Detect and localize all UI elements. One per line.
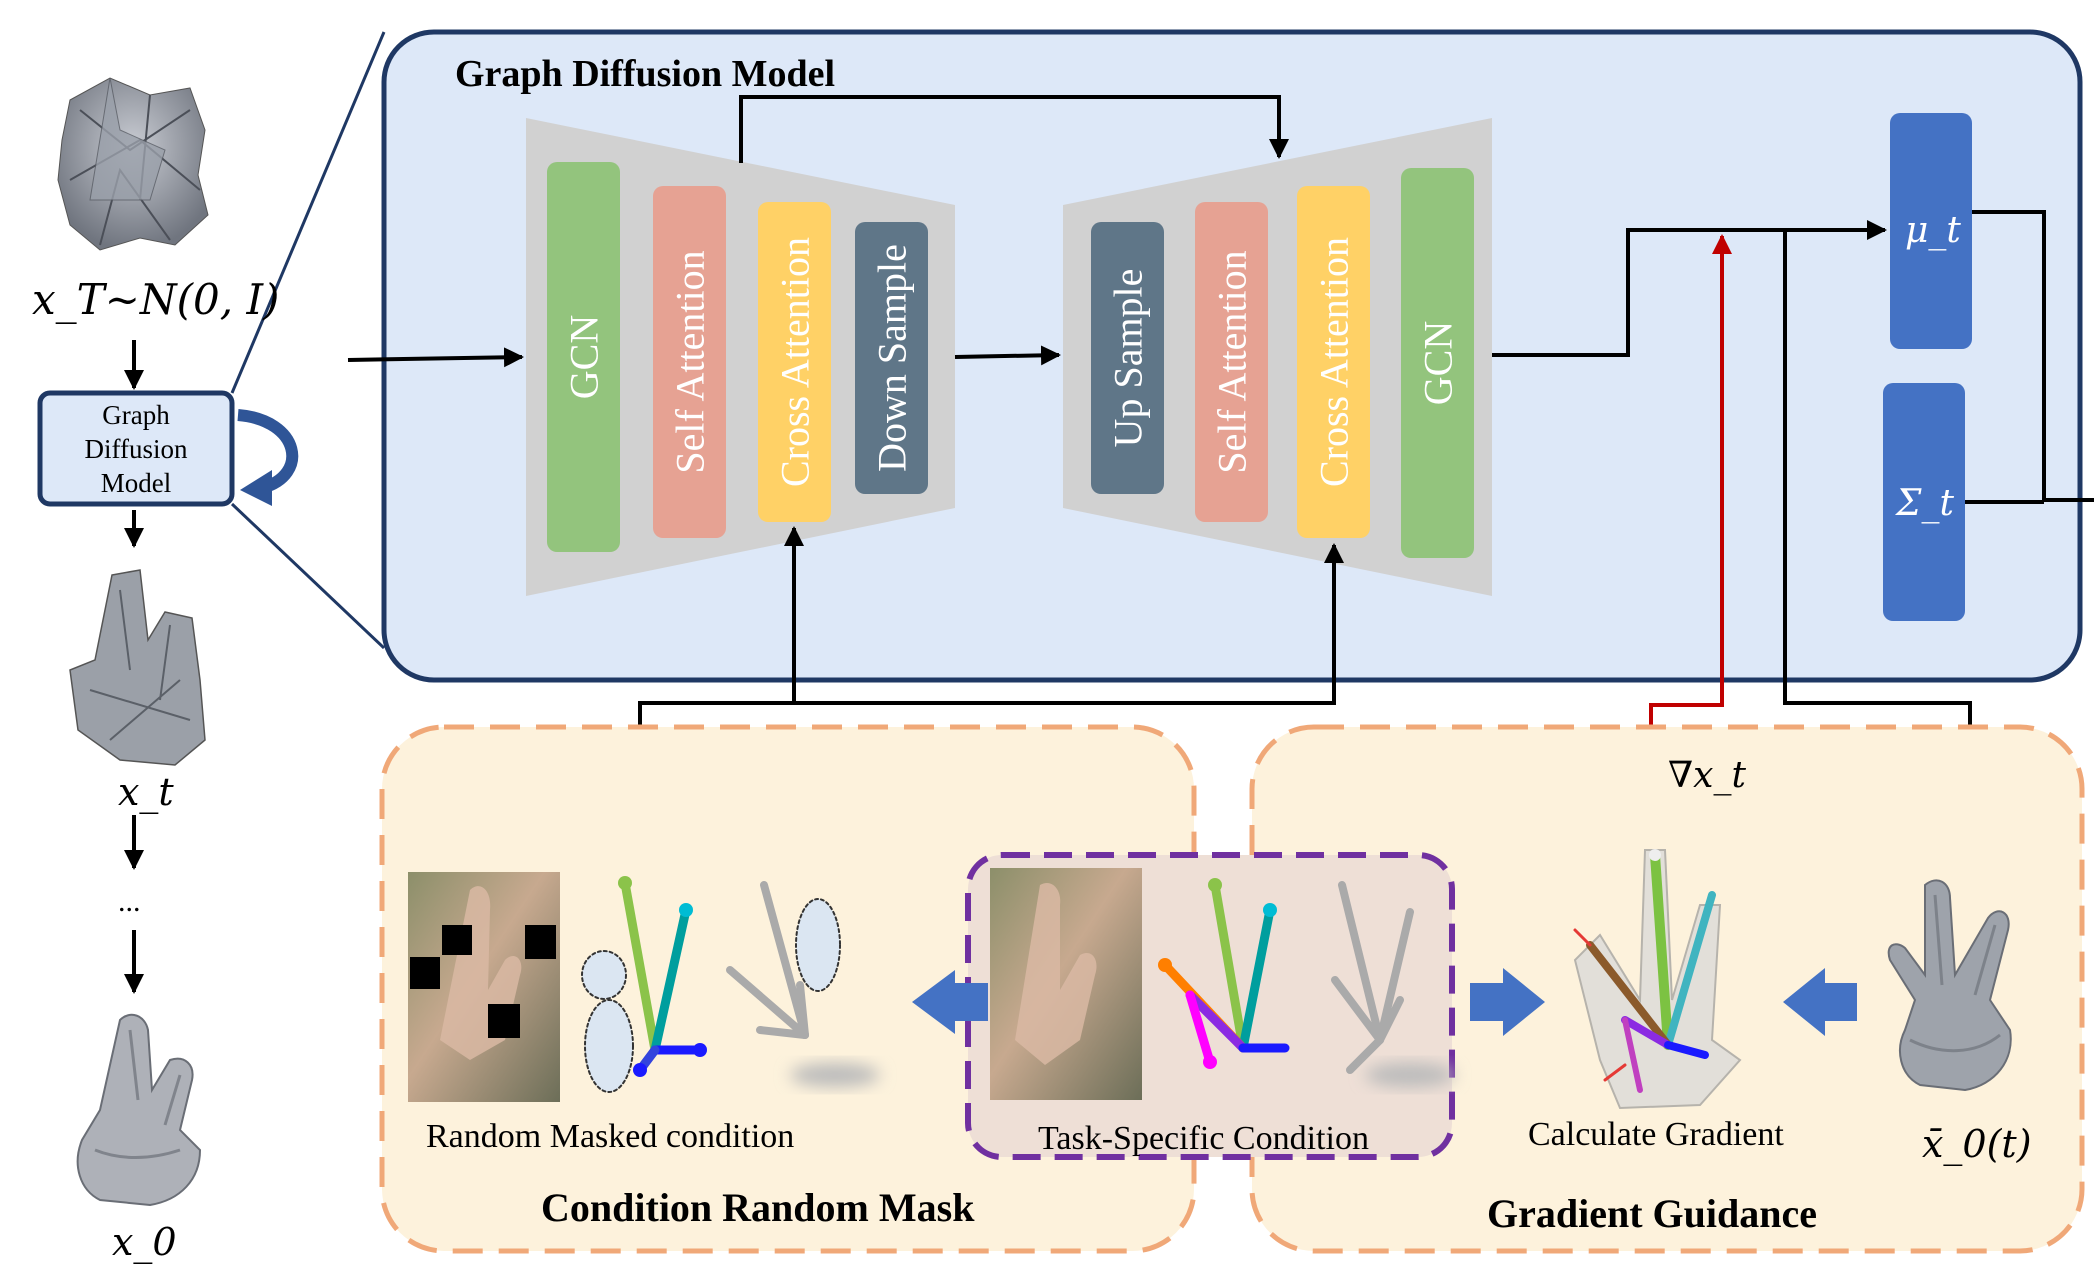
decoder-self-attention-block xyxy=(1195,202,1268,522)
bottleneck-arrow xyxy=(954,345,1061,366)
decoder-cross-attention-label: Cross Attention xyxy=(1311,236,1357,488)
gradient-guidance-title: Gradient Guidance xyxy=(1487,1191,1818,1236)
small-box-line-1: Graph xyxy=(102,400,170,430)
right-block-arrow-icon xyxy=(1470,968,1545,1036)
up-sample-block xyxy=(1091,222,1164,494)
panel-title: Graph Diffusion Model xyxy=(455,53,836,95)
down-sample-block xyxy=(855,222,928,494)
task-specific-caption: Task-Specific Condition xyxy=(1038,1120,1369,1157)
random-masked-caption: Random Masked condition xyxy=(426,1118,795,1155)
condition-to-decoder-arrow xyxy=(794,543,1344,705)
encoder-cross-attention-block xyxy=(758,202,831,522)
mu-out-line xyxy=(1972,210,2094,502)
encoder-self-attention-label: Self Attention xyxy=(667,250,713,474)
mu-label: μ_t xyxy=(1905,210,1961,251)
masked-hand-photo xyxy=(408,872,560,1102)
skip-connection-arrow xyxy=(739,95,1289,163)
small-graph-diffusion-box xyxy=(37,390,235,507)
encoder-self-attention-block xyxy=(653,186,726,538)
x0-label: x_0 xyxy=(112,1220,177,1264)
mu-block xyxy=(1890,113,1972,349)
colored-skeleton-full xyxy=(1158,878,1290,1069)
gray-skeleton-full xyxy=(1331,881,1455,1087)
encoder-gcn-label: GCN xyxy=(561,314,607,400)
decoder-cross-attention-block xyxy=(1297,186,1370,538)
x0bar-hand-mesh-image xyxy=(1887,879,2012,1092)
encoder-cross-attention-label: Cross Attention xyxy=(772,236,818,488)
xt-label: x_t xyxy=(118,770,174,814)
zoom-line-top xyxy=(230,31,386,394)
gray-skeleton-masked xyxy=(726,881,880,1087)
x0-hand-mesh-image xyxy=(76,1013,202,1207)
task-specific-hand-photo xyxy=(990,868,1142,1100)
calculate-gradient-caption: Calculate Gradient xyxy=(1528,1116,1784,1153)
decoder-to-mu-arrow xyxy=(1492,220,1887,357)
encoder-trapezoid xyxy=(526,118,955,596)
encoder-gcn-block xyxy=(547,162,620,552)
up-sample-label: Up Sample xyxy=(1105,268,1151,448)
left-block-arrow-2-icon xyxy=(1783,968,1857,1036)
noise-mesh-image xyxy=(57,77,209,251)
ellipsis-label: ... xyxy=(118,885,141,918)
decoder-trapezoid xyxy=(1063,118,1492,596)
sigma-label: Σ_t xyxy=(1896,483,1954,524)
colored-skeleton-masked xyxy=(581,876,707,1093)
small-box-line-2: Diffusion xyxy=(84,434,188,464)
condition-random-mask-title: Condition Random Mask xyxy=(541,1185,975,1230)
zoom-line-bottom xyxy=(230,502,386,650)
xT-distribution-label: x_T∼N(0, I) xyxy=(32,275,280,324)
small-box-line-3: Model xyxy=(100,468,172,498)
decoder-self-attention-label: Self Attention xyxy=(1209,250,1255,474)
left-block-arrow-icon xyxy=(912,970,988,1034)
decoder-gcn-label: GCN xyxy=(1415,320,1461,406)
x0bar-label: x̄_0(t) xyxy=(1922,1122,2032,1166)
decoder-gcn-block xyxy=(1401,168,1474,558)
gradient-label: ∇x_t xyxy=(1668,755,1746,796)
sigma-block xyxy=(1883,383,1965,621)
xt-hand-mesh-image xyxy=(69,569,206,766)
down-sample-label: Down Sample xyxy=(869,244,915,472)
input-arrow xyxy=(347,347,524,368)
gradient-hand-figure xyxy=(1573,849,1742,1110)
loop-arrow-icon xyxy=(237,409,298,506)
